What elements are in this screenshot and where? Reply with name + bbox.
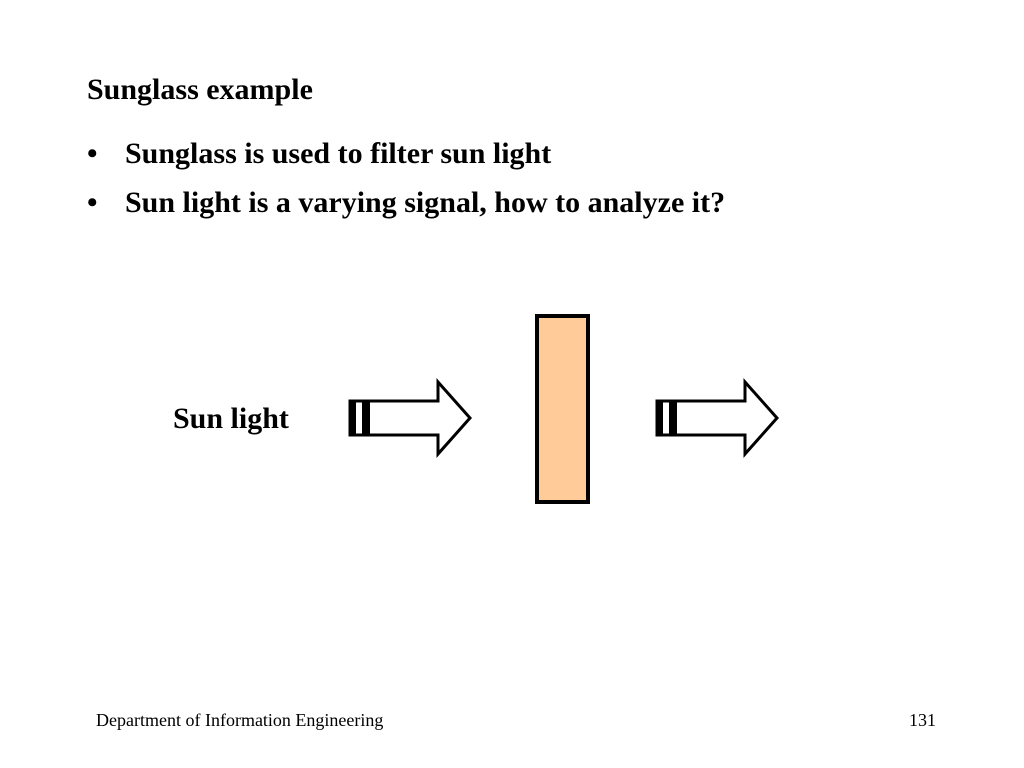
- bullet-dot: •: [87, 137, 98, 170]
- input-arrow-icon: [348, 378, 473, 458]
- input-arrow-stripe: [350, 401, 356, 435]
- bullet-dot: •: [87, 186, 98, 219]
- output-arrow-stripe: [669, 401, 677, 435]
- input-arrow-stripe: [362, 401, 370, 435]
- bullet-item: • Sun light is a varying signal, how to …: [87, 185, 725, 234]
- bullet-text: Sun light is a varying signal, how to an…: [125, 186, 726, 219]
- output-arrow-outline: [655, 378, 780, 458]
- sun-light-label: Sun light: [173, 402, 289, 435]
- output-arrow-stripe: [657, 401, 663, 435]
- slide-title: Sunglass example: [87, 73, 313, 106]
- footer-department: Department of Information Engineering: [96, 710, 384, 730]
- bullet-text: Sunglass is used to filter sun light: [125, 137, 552, 170]
- bullet-item: • Sunglass is used to filter sun light: [87, 136, 725, 185]
- filter-block: [535, 314, 590, 504]
- input-arrow-outline: [348, 378, 473, 458]
- footer-page-number: 131: [909, 710, 936, 730]
- output-arrow-icon: [655, 378, 780, 458]
- bullet-list: • Sunglass is used to filter sun light •…: [87, 136, 725, 234]
